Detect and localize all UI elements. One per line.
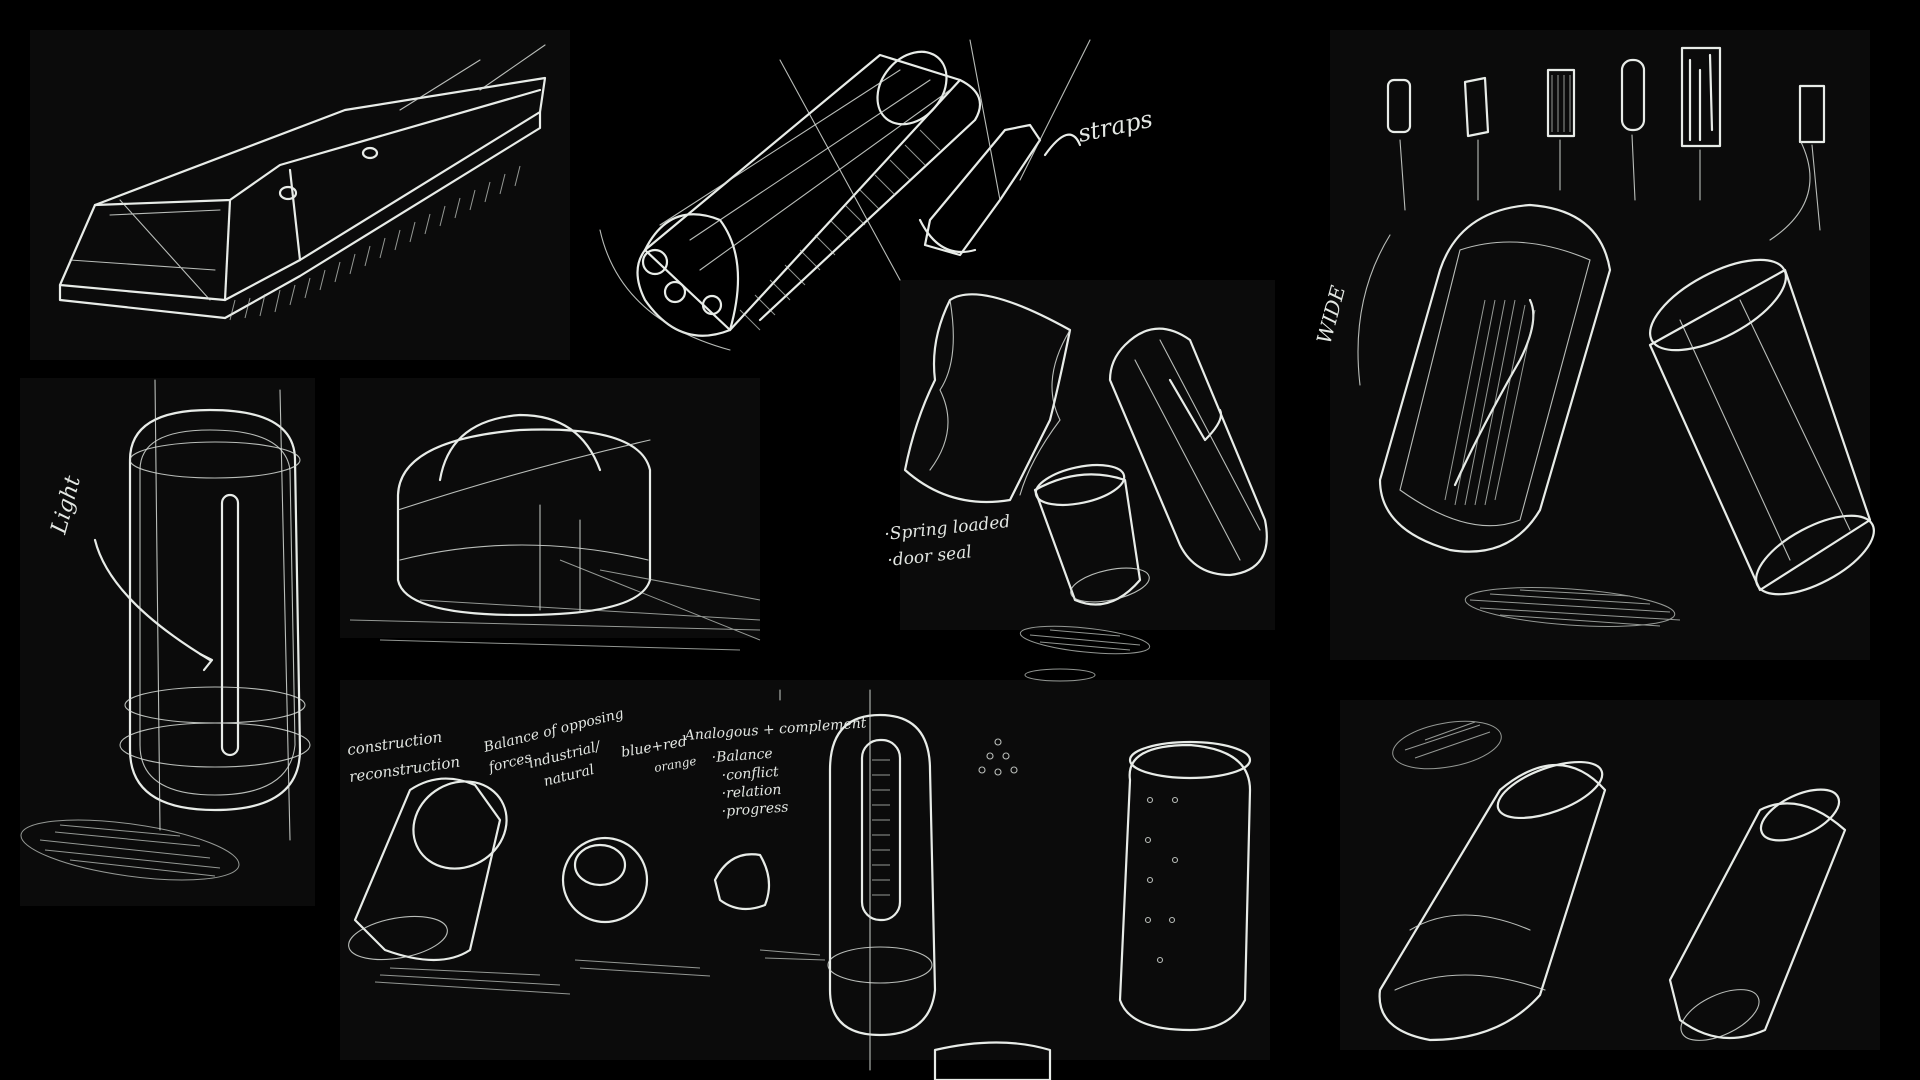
panel-right [1330,30,1870,660]
panel-left [20,378,315,906]
panel-bottom [340,680,1270,1060]
sketch-wedge-device [58,44,547,321]
panel-center-left [340,378,760,638]
sketch-bottom-right-cylinders [1378,720,1847,1042]
annotation-conflict: ·conflict [721,764,779,784]
panel-top-left [30,30,570,360]
form-icons-row [1386,46,1826,231]
annotation-progress: ·progress [721,799,789,820]
annotation-relation: ·relation [721,782,782,802]
annotation-balance: ·Balance [711,746,773,766]
sketch-strap-cylinder: straps [599,39,1155,351]
dot-cluster [978,738,1018,776]
sketch-dome-cylinder [349,413,761,651]
panel-center [900,280,1275,630]
panel-bottom-right [1340,700,1880,1050]
